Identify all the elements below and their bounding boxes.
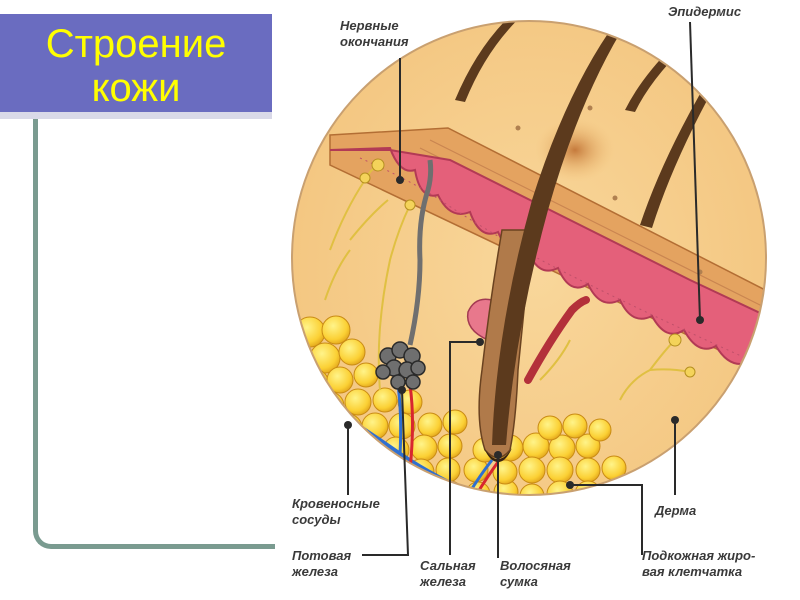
title-box: Строение кожи xyxy=(0,14,272,119)
label-dermis: Дерма xyxy=(654,503,696,518)
decorative-frame-line xyxy=(33,119,275,549)
label-nerve-endings: Нервные окончания xyxy=(340,18,409,49)
leader-subcutaneous-fat xyxy=(570,485,642,555)
slide-title: Строение кожи xyxy=(0,22,272,110)
label-epidermis: Эпидермис xyxy=(668,4,742,19)
skin-structure-diagram: Нервные окончания Эпидермис Кровеносные … xyxy=(270,0,800,600)
label-sebaceous-gland: Сальная железа xyxy=(419,558,479,589)
label-blood-vessels: Кровеносные сосуды xyxy=(292,496,383,527)
label-sweat-gland: Потовая железа xyxy=(291,548,355,579)
label-hair-follicle: Волосяная сумка xyxy=(500,558,574,589)
label-subcutaneous-fat: Подкожная жиро- вая клетчатка xyxy=(642,548,759,579)
